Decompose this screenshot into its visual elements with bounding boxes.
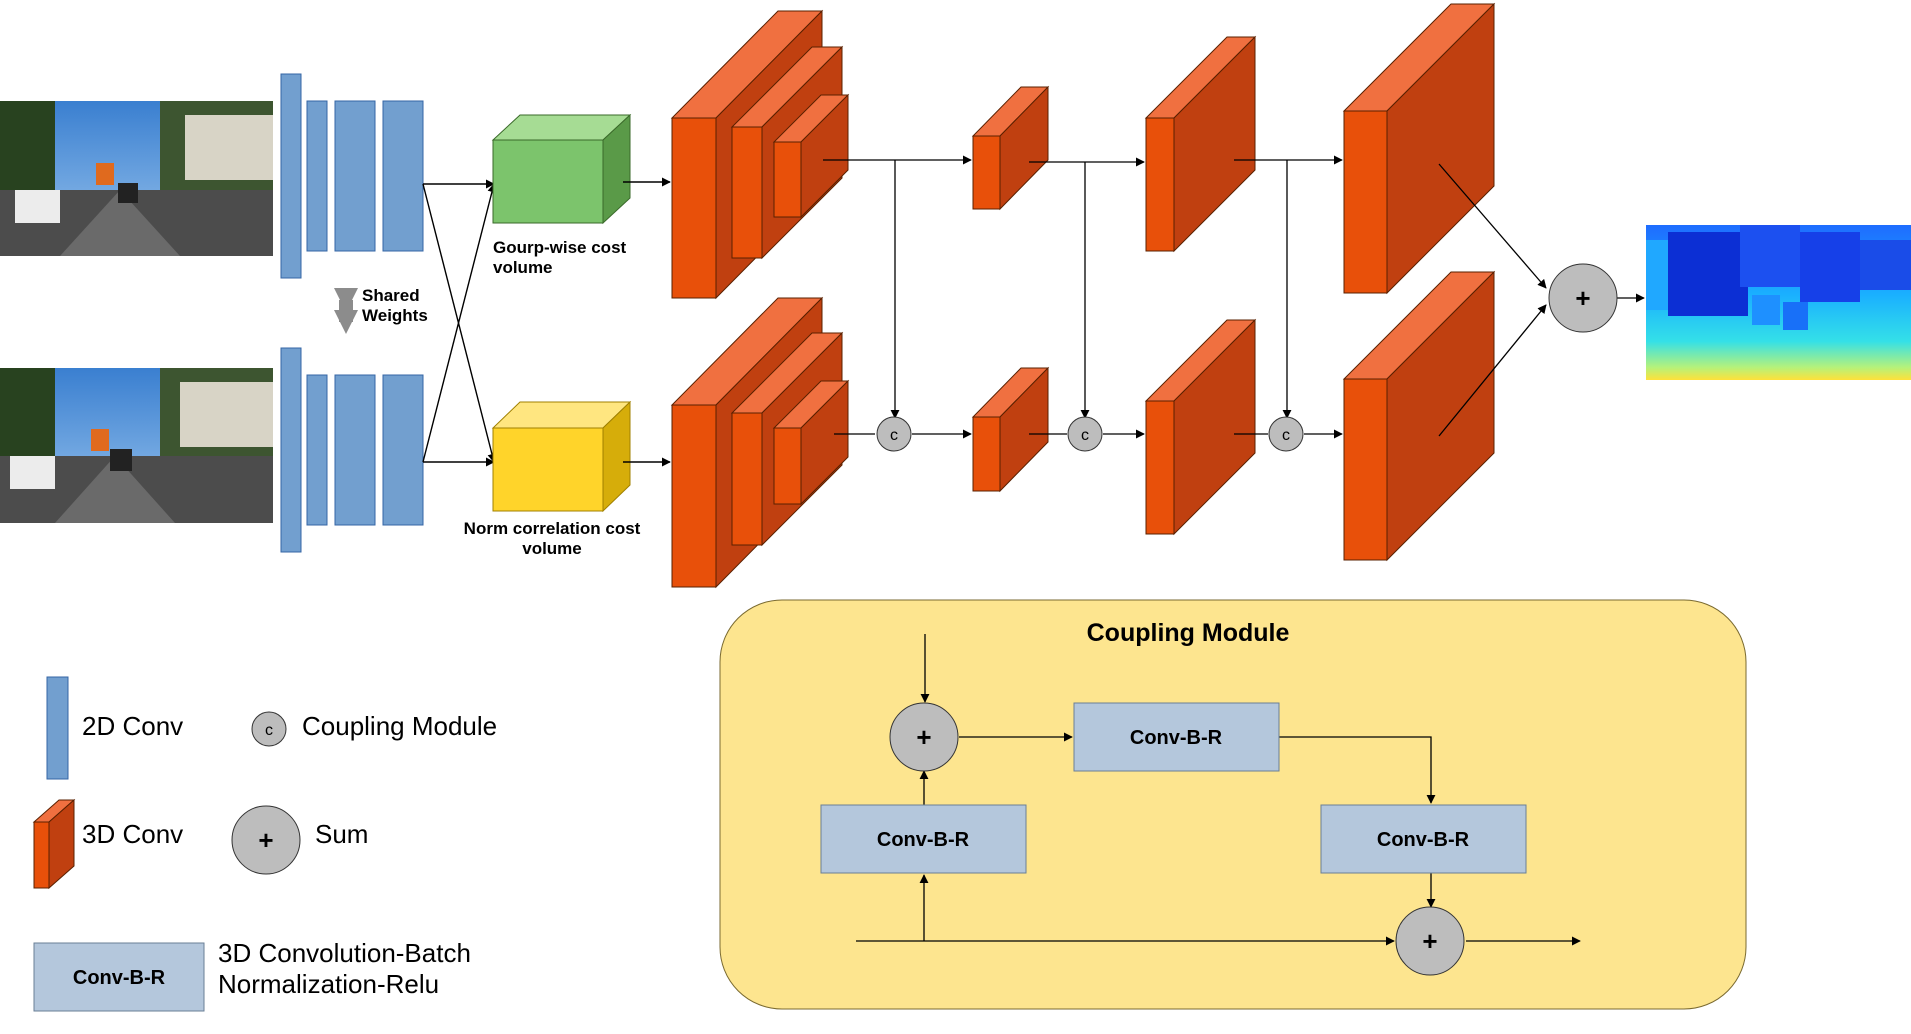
shared-weights-label: Weights	[362, 306, 428, 325]
norm-correlation-cost-volume-cube	[491, 400, 632, 513]
svg-text:+: +	[1422, 926, 1437, 956]
legend-cbr-description: 3D Convolution-Batch	[218, 938, 471, 968]
legend-conv3d-swatch	[32, 798, 76, 890]
conv3d-block	[1144, 318, 1257, 536]
conv2d-layer	[334, 100, 376, 252]
svg-text:c: c	[1282, 427, 1290, 444]
coupling-cbr-label: Conv-B-R	[1130, 727, 1223, 749]
conv2d-stack-top	[280, 73, 424, 279]
coupling-node: c	[1067, 416, 1103, 452]
svg-text:c: c	[890, 427, 898, 444]
conv3d-block	[1144, 35, 1257, 253]
coupling-module-panel: Coupling Module + + Conv-B-R Conv-B-R Co…	[719, 599, 1747, 1010]
svg-text:+: +	[916, 722, 931, 752]
svg-text:+: +	[1575, 283, 1590, 313]
coupling-sum-node-bottom: +	[1395, 906, 1465, 976]
right-input-image	[0, 368, 273, 523]
conv2d-layer	[382, 100, 424, 252]
conv2d-layer	[306, 100, 328, 252]
svg-text:c: c	[1081, 427, 1089, 444]
legend: 2D Conv c Coupling Module 3D Conv + Sum …	[32, 676, 497, 1012]
coupling-cbr-box	[1073, 702, 1280, 772]
conv2d-layer	[306, 374, 328, 526]
legend-cbr-description: Normalization-Relu	[218, 969, 439, 999]
coupling-node: c	[1268, 416, 1304, 452]
conv2d-layer	[280, 73, 302, 279]
legend-conv2d-label: 2D Conv	[82, 711, 183, 741]
coupling-cbr-box	[820, 804, 1027, 874]
conv2d-stack-bottom	[280, 347, 424, 553]
output-disparity-map	[1646, 225, 1911, 380]
conv2d-layer	[334, 374, 376, 526]
conv3d-block	[1342, 2, 1496, 295]
groupwise-cost-volume-label: Gourp-wise cost	[493, 238, 627, 257]
conv3d-block	[1342, 270, 1496, 562]
conv3d-block-group	[670, 2, 1496, 589]
conv2d-layer	[280, 347, 302, 553]
coupling-cbr-label: Conv-B-R	[877, 829, 970, 851]
conv3d-block	[772, 93, 850, 219]
coupling-module-title: Coupling Module	[1087, 619, 1290, 647]
left-input-image	[0, 101, 273, 256]
legend-sum-label: Sum	[315, 819, 368, 849]
flow-arrows	[823, 155, 1645, 439]
conv3d-block	[971, 366, 1050, 493]
feature-to-cost-arrows	[422, 179, 497, 467]
groupwise-cost-volume-cube	[491, 113, 632, 225]
svg-text:c: c	[265, 722, 273, 739]
coupling-sum-node-top: +	[889, 702, 959, 772]
conv2d-layer	[382, 374, 424, 526]
legend-conv3d-label: 3D Conv	[82, 819, 183, 849]
legend-sum-icon: +	[231, 805, 301, 875]
coupling-cbr-label: Conv-B-R	[1377, 829, 1470, 851]
legend-cbr-box	[33, 942, 205, 1012]
coupling-cbr-box	[1320, 804, 1527, 874]
groupwise-cost-volume-label: volume	[493, 258, 553, 277]
output-sum-node: +	[1548, 263, 1618, 333]
conv3d-block	[772, 379, 850, 506]
legend-coupling-icon: c	[251, 711, 287, 747]
svg-text:+: +	[258, 825, 273, 855]
coupling-node: c	[876, 416, 912, 452]
norm-correlation-cost-volume-label: volume	[522, 539, 582, 558]
legend-cbr-box-label: Conv-B-R	[73, 967, 166, 989]
legend-coupling-label: Coupling Module	[302, 711, 497, 741]
legend-conv2d-swatch	[46, 676, 69, 780]
shared-weights-label: Shared	[362, 286, 420, 305]
conv3d-block	[971, 85, 1050, 211]
norm-correlation-cost-volume-label: Norm correlation cost	[464, 519, 641, 538]
